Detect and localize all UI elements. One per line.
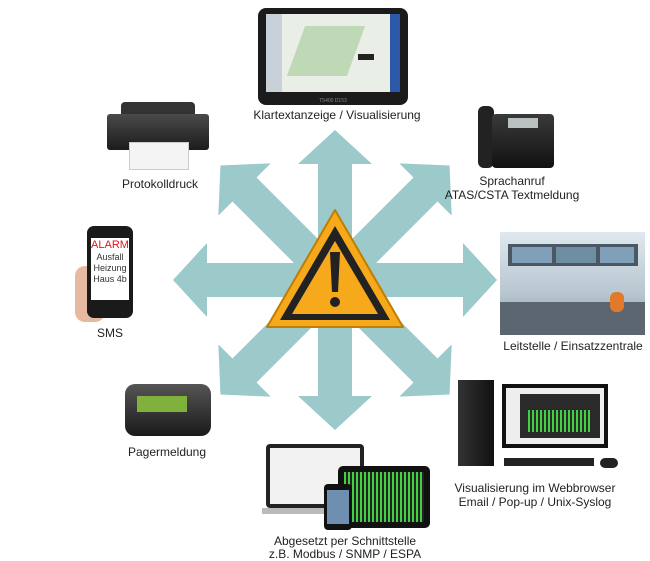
smartphone-image: ALARM Ausfall Heizung Haus 4b — [75, 226, 150, 322]
label-interface-2: z.B. Modbus / SNMP / ESPA — [268, 547, 422, 561]
arrow-right — [335, 243, 497, 317]
printer-image — [107, 102, 209, 170]
touch-display-image: T5400 D153 — [258, 8, 408, 105]
label-phone-1: Sprachanruf — [479, 174, 545, 188]
sms-alarm-title: ALARM — [91, 239, 129, 251]
label-display: Klartextanzeige / Visualisierung — [253, 108, 421, 122]
device-model-text: T5400 D153 — [319, 98, 347, 104]
sms-line-1: Ausfall — [96, 252, 124, 262]
desk-phone-image — [474, 104, 556, 170]
label-pager: Pagermeldung — [127, 445, 207, 459]
arrow-down — [298, 280, 372, 430]
label-webbrowser-2: Email / Pop-up / Unix-Syslog — [458, 495, 612, 509]
warning-triangle-icon — [266, 209, 404, 328]
arrow-left — [173, 243, 335, 317]
label-control-room: Leitstelle / Einsatzzentrale — [503, 339, 643, 353]
label-phone-2: ATAS/CSTA Textmeldung — [444, 188, 580, 202]
label-printer: Protokolldruck — [121, 177, 199, 191]
control-room-image — [500, 232, 645, 335]
arrow-up — [298, 130, 372, 280]
desktop-pc-image — [458, 380, 620, 472]
interface-devices-image — [262, 444, 430, 532]
label-interface-1: Abgesetzt per Schnittstelle — [273, 534, 417, 548]
sms-line-3: Haus 4b — [93, 274, 127, 284]
pager-image — [125, 384, 211, 436]
sms-line-2: Heizung — [93, 263, 127, 273]
label-sms: SMS — [96, 326, 124, 340]
label-webbrowser-1: Visualisierung im Webbrowser — [454, 481, 616, 495]
